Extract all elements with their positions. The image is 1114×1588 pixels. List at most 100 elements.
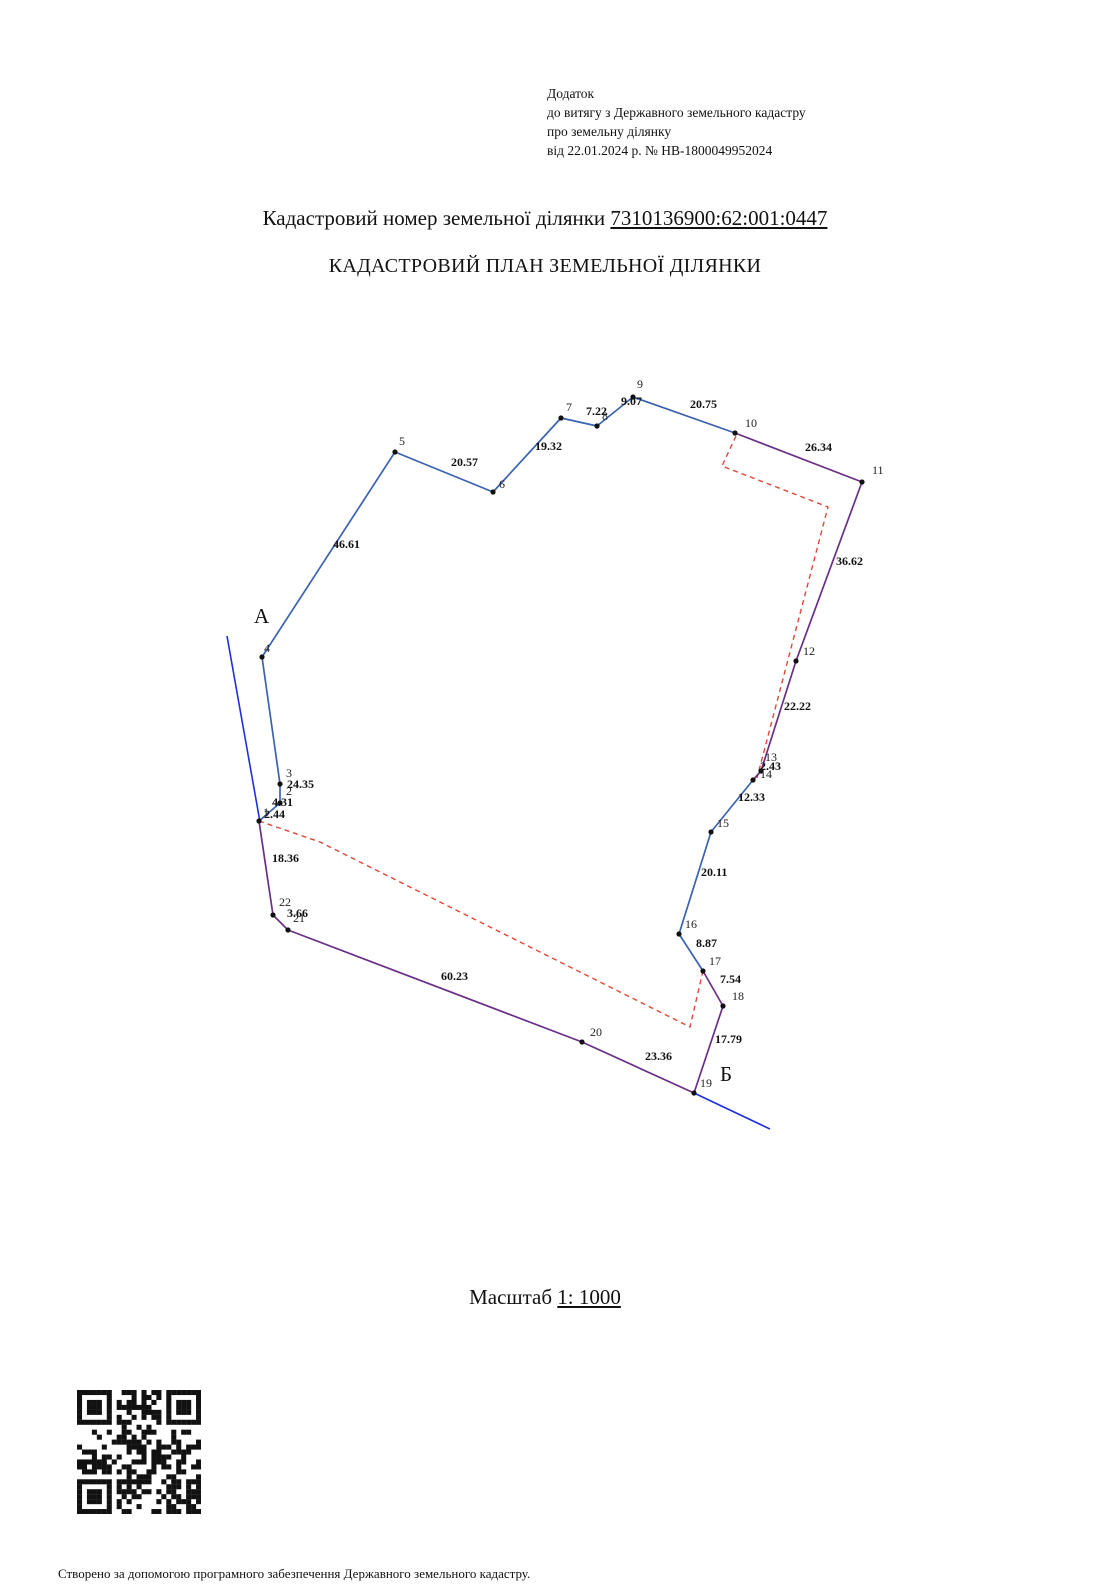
vertex-label-4: 4 <box>264 641 270 655</box>
vertex-label-3: 3 <box>286 766 292 780</box>
segment-length-9-10: 20.75 <box>690 397 717 411</box>
vertex-5 <box>392 449 398 455</box>
vertex-19 <box>691 1090 697 1096</box>
vertex-17 <box>700 968 706 974</box>
vertex-3 <box>277 781 283 787</box>
segment-length-8-9: 9.07 <box>621 394 642 408</box>
vertex-16 <box>676 931 682 937</box>
scale-label: Масштаб <box>469 1285 553 1309</box>
marker-b: Б <box>720 1062 732 1086</box>
vertex-label-20: 20 <box>590 1025 602 1039</box>
segment-length-13-14: 2.43 <box>760 759 781 773</box>
annex-header: Додаток до витягу з Державного земельног… <box>547 84 806 160</box>
segment-length-21-22: 3.66 <box>287 906 308 920</box>
vertex-18 <box>720 1003 726 1009</box>
vertex-14 <box>750 777 756 783</box>
boundary-segment-10-11 <box>734 432 863 483</box>
boundary-segment-7-8 <box>560 417 598 427</box>
vertex-label-17: 17 <box>709 954 721 968</box>
boundary-segment-11-12 <box>795 481 863 662</box>
cadastral-number-line: Кадастровий номер земельної ділянки 7310… <box>0 206 1090 231</box>
segment-length-12-13: 22.22 <box>784 699 811 713</box>
qr-code-icon <box>77 1390 201 1514</box>
vertex-2 <box>277 800 283 806</box>
vertex-20 <box>579 1039 585 1045</box>
segment-length-10-11: 26.34 <box>805 440 832 454</box>
segment-length-3-4: 24.35 <box>287 777 314 791</box>
adjacent-line-a <box>226 635 261 823</box>
segment-length-14-15: 12.33 <box>738 790 765 804</box>
segment-length-20-21: 60.23 <box>441 969 468 983</box>
annex-line-1: Додаток <box>547 86 595 101</box>
boundary-segment-5-6 <box>394 451 494 493</box>
vertex-label-8: 8 <box>602 409 608 423</box>
scale-line: Масштаб 1: 1000 <box>0 1285 1090 1310</box>
boundary-segment-20-21 <box>287 929 583 1043</box>
boundary-segment-15-16 <box>678 831 712 935</box>
segment-length-19-20: 23.36 <box>645 1049 672 1063</box>
plan-title: КАДАСТРОВИЙ ПЛАН ЗЕМЕЛЬНОЇ ДІЛЯНКИ <box>328 255 762 277</box>
segment-length-15-16: 20.11 <box>701 865 727 879</box>
vertex-label-2: 2 <box>286 784 292 798</box>
annex-line-4: від 22.01.2024 р. № НВ-1800049952024 <box>547 143 773 158</box>
vertex-11 <box>859 479 865 485</box>
boundary-segment-19-20 <box>581 1041 695 1094</box>
segment-length-22-1: 18.36 <box>272 851 299 865</box>
vertex-label-6: 6 <box>499 477 505 491</box>
boundary-segment-6-7 <box>492 417 562 493</box>
boundary-segment-4-5 <box>261 451 396 658</box>
vertex-label-7: 7 <box>566 400 572 414</box>
segment-length-7-8: 7.22 <box>586 404 607 418</box>
boundary-segment-9-10 <box>632 396 736 434</box>
restriction-dashed-bottom <box>258 820 704 1029</box>
boundary-segment-3-4 <box>261 656 281 785</box>
vertex-label-1: 1 <box>263 805 269 819</box>
vertex-label-16: 16 <box>685 917 697 931</box>
vertex-7 <box>558 415 564 421</box>
vertex-13 <box>758 768 764 774</box>
vertex-9 <box>630 394 636 400</box>
cadastral-number-value: 7310136900:62:001:0447 <box>610 206 828 230</box>
boundary-segment-14-15 <box>710 779 754 833</box>
boundary-segment-16-17 <box>678 933 704 972</box>
annex-line-3: про земельну ділянку <box>547 124 672 139</box>
scale-value: 1: 1000 <box>557 1285 621 1309</box>
cadastral-number-label: Кадастровий номер земельної ділянки <box>262 206 606 230</box>
segment-length-11-12: 36.62 <box>836 554 863 568</box>
vertex-label-13: 13 <box>765 750 777 764</box>
boundary-segment-1-2 <box>258 802 281 822</box>
annex-line-2: до витягу з Державного земельного кадаст… <box>547 105 806 120</box>
boundary-segment-18-19 <box>693 1005 724 1094</box>
vertex-6 <box>490 489 496 495</box>
segment-length-5-6: 20.57 <box>451 455 478 469</box>
segment-length-4-5: 46.61 <box>333 537 360 551</box>
boundary-segment-17-18 <box>702 970 724 1007</box>
vertex-8 <box>594 423 600 429</box>
vertex-10 <box>732 430 738 436</box>
vertex-22 <box>270 912 276 918</box>
vertex-label-9: 9 <box>637 377 643 391</box>
vertex-label-22: 22 <box>279 895 291 909</box>
vertex-21 <box>285 927 291 933</box>
vertex-label-10: 10 <box>745 416 757 430</box>
vertex-label-12: 12 <box>803 644 815 658</box>
segment-length-6-7: 19.32 <box>535 439 562 453</box>
footer-note: Створено за допомогою програмного забезп… <box>58 1566 531 1581</box>
adjacent-line-b <box>693 1092 771 1130</box>
boundary-segment-8-9 <box>596 396 634 427</box>
boundary-segment-22-1 <box>258 820 274 916</box>
vertex-1 <box>256 818 262 824</box>
vertex-label-14: 14 <box>760 767 772 781</box>
vertex-label-15: 15 <box>717 816 729 830</box>
segment-length-17-18: 7.54 <box>720 972 741 986</box>
segment-length-2-3: 4.31 <box>272 795 293 809</box>
vertex-4 <box>259 654 265 660</box>
vertex-12 <box>793 658 799 664</box>
boundary-segment-12-13 <box>760 660 797 772</box>
marker-a: А <box>254 604 270 628</box>
vertex-label-18: 18 <box>732 989 744 1003</box>
segment-length-1-2: 2.44 <box>264 807 285 821</box>
segment-length-18-19: 17.79 <box>715 1032 742 1046</box>
vertex-label-19: 19 <box>700 1076 712 1090</box>
